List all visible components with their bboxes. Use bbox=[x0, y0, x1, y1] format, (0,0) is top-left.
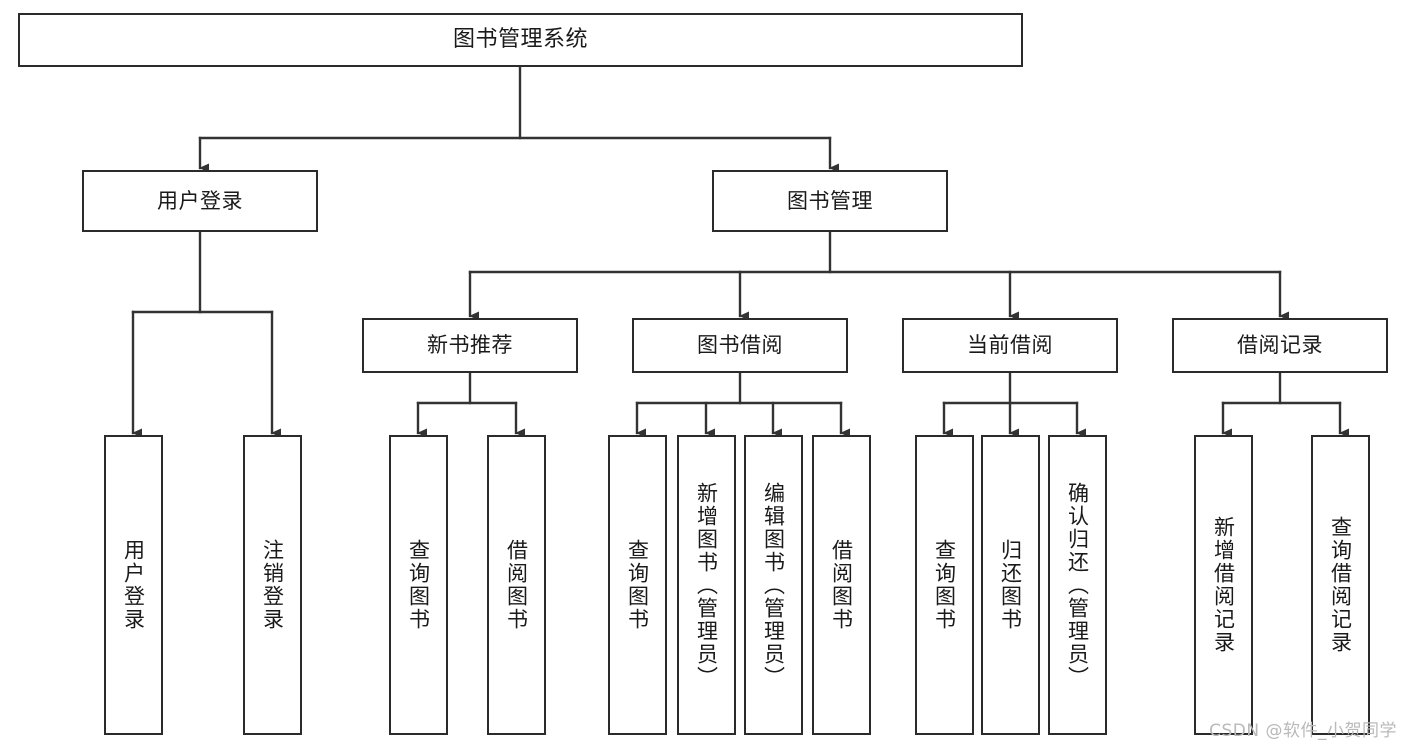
node-borrow-record[interactable]: 借阅记录 bbox=[1172, 318, 1388, 373]
node-user-login[interactable]: 用户登录 bbox=[82, 170, 318, 232]
leaf-label: 借阅图书 bbox=[504, 539, 529, 631]
leaf-label: 注销登录 bbox=[260, 539, 285, 631]
leaf-label: 查询图书 bbox=[932, 539, 957, 631]
leaf-borrow-borrow-book[interactable]: 借阅图书 bbox=[812, 435, 871, 735]
leaf-current-confirm-return-admin[interactable]: 确认归还（管理员） bbox=[1048, 435, 1107, 735]
csdn-watermark: CSDN @软件_小贺同学 bbox=[1209, 721, 1397, 741]
node-book-management[interactable]: 图书管理 bbox=[712, 170, 948, 232]
leaf-record-query-record[interactable]: 查询借阅记录 bbox=[1311, 435, 1370, 735]
leaf-label: 用户登录 bbox=[121, 539, 146, 631]
node-current-borrow[interactable]: 当前借阅 bbox=[902, 318, 1118, 373]
node-label: 新书推荐 bbox=[427, 333, 513, 358]
leaf-borrow-edit-book-admin[interactable]: 编辑图书（管理员） bbox=[744, 435, 803, 735]
leaf-label: 查询借阅记录 bbox=[1328, 516, 1353, 654]
leaf-user-login-login[interactable]: 用户登录 bbox=[104, 435, 163, 735]
node-label: 图书借阅 bbox=[697, 333, 783, 358]
node-book-borrow[interactable]: 图书借阅 bbox=[632, 318, 848, 373]
leaf-current-query-book[interactable]: 查询图书 bbox=[915, 435, 974, 735]
leaf-recommend-query-book[interactable]: 查询图书 bbox=[389, 435, 448, 735]
leaf-label: 归还图书 bbox=[998, 539, 1023, 631]
leaf-user-login-logout[interactable]: 注销登录 bbox=[243, 435, 302, 735]
leaf-current-return-book[interactable]: 归还图书 bbox=[981, 435, 1040, 735]
node-new-book-recommend[interactable]: 新书推荐 bbox=[362, 318, 578, 373]
node-label: 用户登录 bbox=[157, 188, 243, 213]
node-label: 当前借阅 bbox=[967, 333, 1053, 358]
leaf-label: 新增借阅记录 bbox=[1211, 516, 1236, 654]
leaf-borrow-query-book[interactable]: 查询图书 bbox=[608, 435, 667, 735]
node-label: 图书管理系统 bbox=[452, 27, 588, 53]
leaf-label: 编辑图书（管理员） bbox=[761, 481, 786, 689]
leaf-label: 确认归还（管理员） bbox=[1065, 481, 1090, 689]
leaf-label: 查询图书 bbox=[625, 539, 650, 631]
leaf-recommend-borrow-book[interactable]: 借阅图书 bbox=[487, 435, 546, 735]
leaf-label: 查询图书 bbox=[406, 539, 431, 631]
node-label: 借阅记录 bbox=[1237, 333, 1323, 358]
leaf-record-add-record[interactable]: 新增借阅记录 bbox=[1194, 435, 1253, 735]
node-label: 图书管理 bbox=[787, 188, 873, 213]
node-root-system[interactable]: 图书管理系统 bbox=[18, 13, 1023, 67]
leaf-label: 新增图书（管理员） bbox=[694, 481, 719, 689]
leaf-label: 借阅图书 bbox=[829, 539, 854, 631]
leaf-borrow-add-book-admin[interactable]: 新增图书（管理员） bbox=[677, 435, 736, 735]
